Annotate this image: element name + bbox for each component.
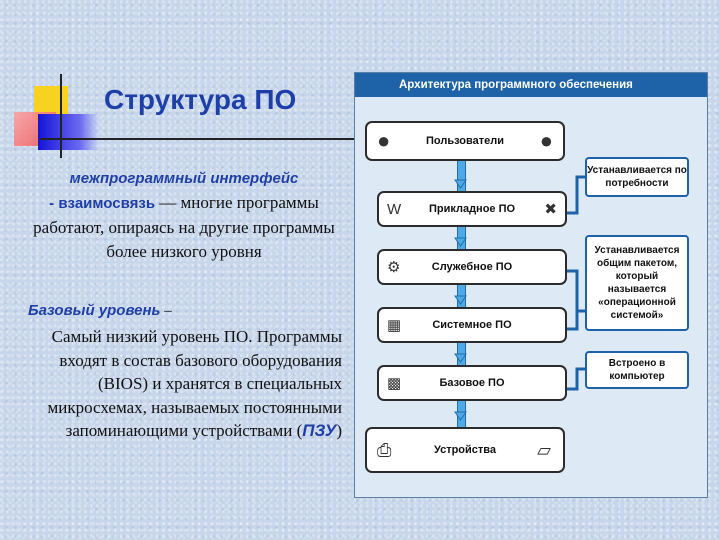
node-base: ▩ Базовое ПО (377, 365, 567, 401)
logo-vertical-line (60, 74, 62, 158)
node-users-label: Пользователи (425, 135, 504, 147)
term-interface: межпрограммный интерфейс (69, 170, 299, 187)
base-level-heading: Базовый уровень – (28, 302, 172, 320)
interface-text: — многие программы работают, опираясь на… (33, 193, 335, 261)
diagram-header: Архитектура программного обеспечения (355, 73, 707, 97)
node-utility: ⚙ Служебное ПО (377, 249, 567, 285)
node-devices: ⎙ Устройства ▱ (365, 427, 565, 473)
node-system: ▦ Системное ПО (377, 307, 567, 343)
title-underline (40, 138, 355, 140)
node-utility-label: Служебное ПО (431, 261, 513, 273)
person-icon: ● (539, 128, 553, 153)
node-system-label: Системное ПО (432, 319, 512, 331)
hierarchy-arrow (457, 143, 466, 443)
term-dash-part: - взаимосвязь (49, 195, 156, 212)
node-application-label: Прикладное ПО (428, 203, 516, 215)
person-icon: ● (377, 128, 391, 153)
node-devices-label: Устройства (433, 444, 497, 456)
architecture-diagram: Архитектура программного обеспечения ● П… (354, 72, 708, 498)
logo-blue-square (38, 114, 98, 150)
word-icon: W (387, 200, 402, 218)
abbr-rom: ПЗУ (302, 421, 337, 440)
callout-os-package: Устанавливается общим пакетом, который н… (585, 235, 689, 331)
node-users: ● Пользователи ● (365, 121, 565, 161)
excel-icon: ✖ (544, 201, 557, 218)
tools-icon: ⚙ (387, 259, 401, 276)
node-application: W Прикладное ПО ✖ (377, 191, 567, 227)
base-level-title: Базовый уровень (28, 302, 161, 319)
callout-on-demand: Устанавливается по потребности (585, 157, 689, 197)
callout-built-in: Встроено в компьютер (585, 351, 689, 389)
scanner-icon: ▱ (537, 439, 551, 460)
page-title: Структура ПО (104, 84, 297, 115)
interface-paragraph: межпрограммный интерфейс - взаимосвязь — … (22, 166, 346, 264)
base-level-paragraph: Самый низкий уровень ПО. Программы входя… (40, 325, 342, 443)
base-level-text: Самый низкий уровень ПО. Программы входя… (47, 327, 342, 440)
node-base-label: Базовое ПО (439, 377, 505, 389)
chip-icon: ▩ (387, 375, 402, 392)
printer-icon: ⎙ (377, 439, 392, 460)
windows-icon: ▦ (387, 317, 402, 334)
connector-lines (454, 175, 585, 421)
base-level-text-end: ) (336, 421, 342, 440)
base-level-dash: – (160, 303, 172, 319)
